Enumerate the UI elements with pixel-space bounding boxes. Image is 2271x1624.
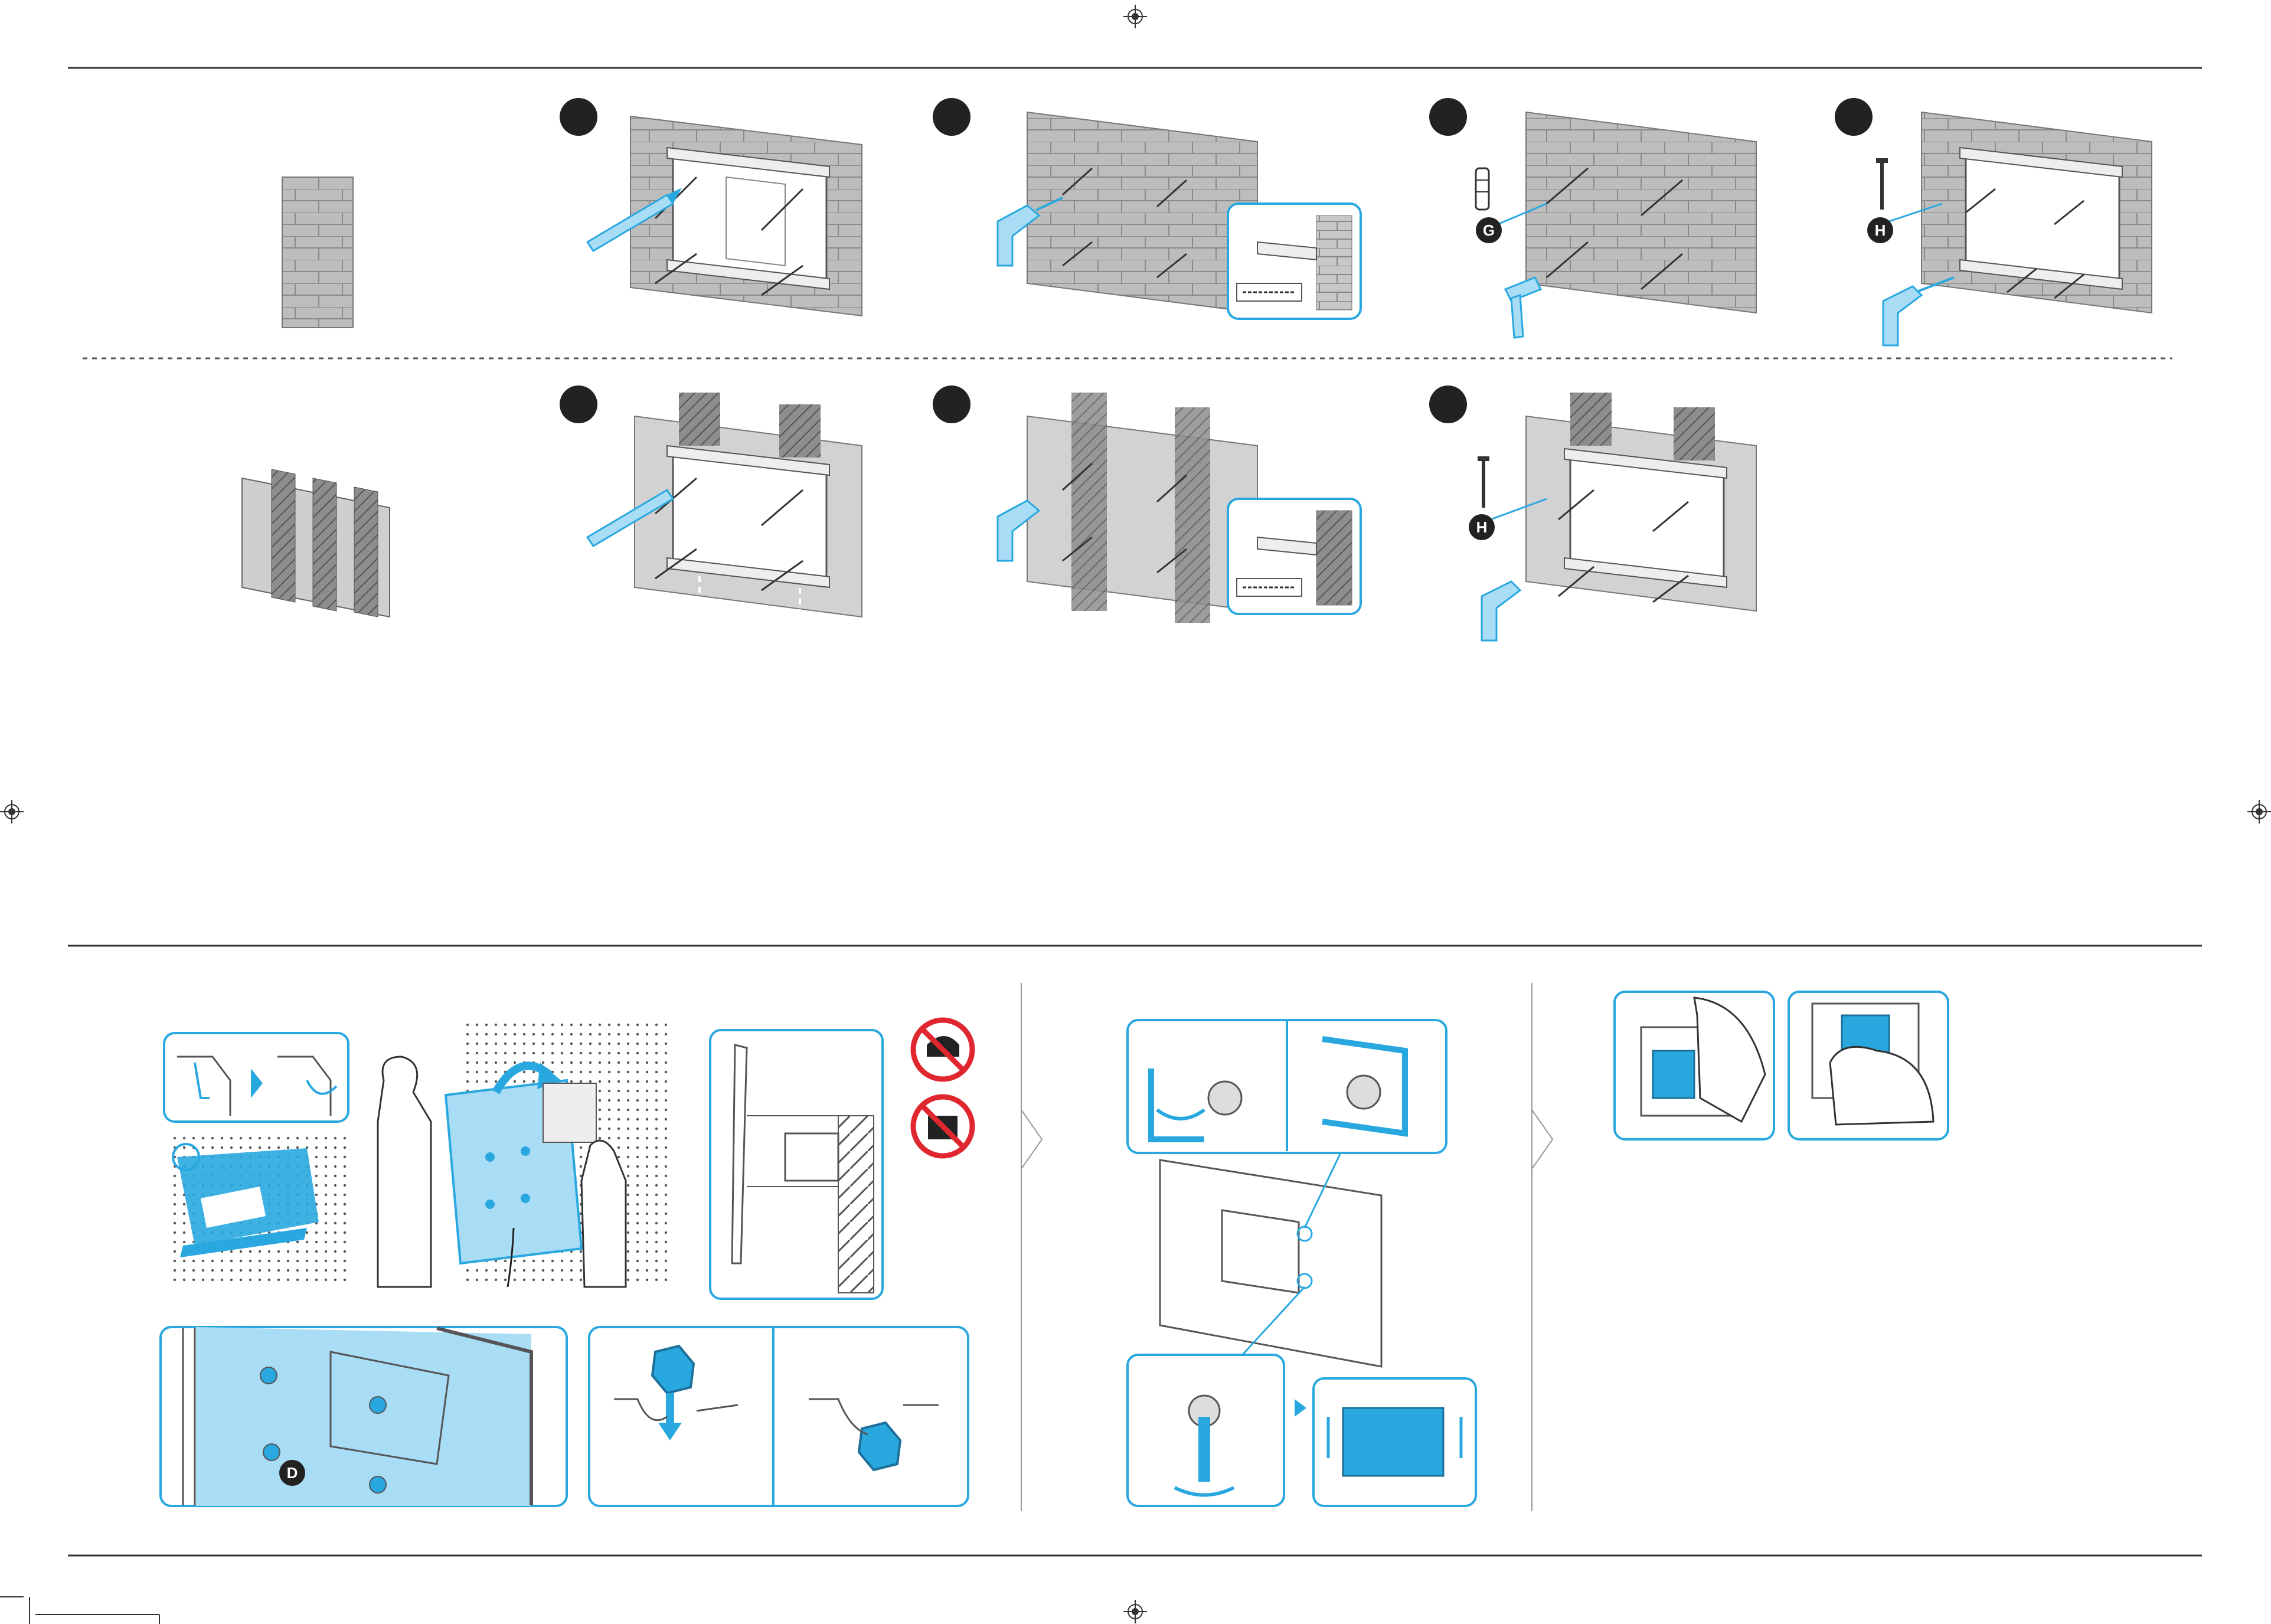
stud-wall-sample <box>242 469 390 617</box>
step-insert-anchors: G <box>1476 112 1756 338</box>
bracket-hang-view <box>168 1133 351 1287</box>
step-fasten-bracket-brick: H <box>1867 112 2152 345</box>
no-lean-icon <box>913 1097 972 1156</box>
next-arrow-icon <box>1295 1399 1306 1417</box>
installers-hanging-tv <box>378 1021 667 1287</box>
drill-detail-inset-stud <box>1228 499 1361 614</box>
step-mark-holes-stud <box>587 393 862 617</box>
screw-adjust-inset <box>1128 1355 1284 1506</box>
drill-detail-inset <box>1228 204 1361 319</box>
screw-label-bottom: H <box>1476 518 1488 536</box>
brick-wall-sample <box>282 177 353 328</box>
screwdriver-icon <box>1883 277 1954 345</box>
level-adjust-insets <box>1128 1020 1446 1153</box>
step-mark-holes-brick <box>587 116 862 316</box>
step-fasten-bracket-stud: H <box>1469 393 1756 641</box>
bolt-label: D <box>287 1464 298 1482</box>
bolt-fix-view: D <box>161 1327 567 1506</box>
no-step-icon <box>913 1020 972 1079</box>
cable-clip-insets <box>1615 992 1948 1139</box>
tv-level-inset <box>1313 1378 1476 1506</box>
side-profile-inset <box>710 1030 883 1299</box>
hook-detail-inset <box>164 1033 348 1122</box>
step-drill-holes-stud <box>998 393 1361 623</box>
cable-cap-inset <box>589 1327 968 1506</box>
tv-back-view <box>1160 1154 1381 1367</box>
screw-label-top: H <box>1875 221 1886 239</box>
screwdriver-icon <box>1482 581 1520 641</box>
hammer-icon <box>1505 277 1541 338</box>
step-drill-holes-brick <box>998 112 1361 319</box>
anchor-label: G <box>1483 221 1495 239</box>
